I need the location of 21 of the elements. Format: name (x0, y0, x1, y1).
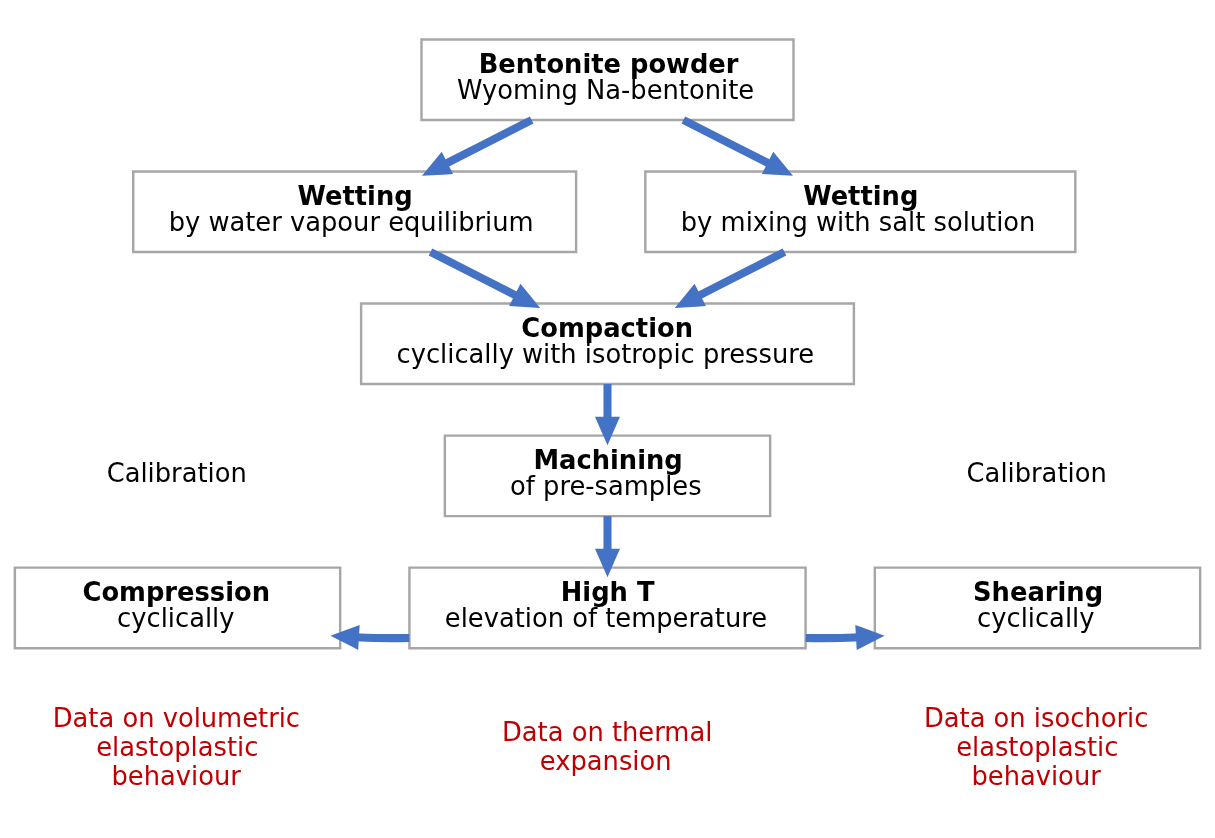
node-box: Compaction cyclically with isotropic pressure (359, 301, 856, 385)
arrow (330, 624, 410, 650)
node-label: Calibration (966, 457, 1107, 488)
node-label: Data on volumetric elastoplastic behaviour (52, 702, 301, 791)
node-label: Calibration (106, 457, 247, 488)
node-label: Data on isochoric elastoplastic behaviour (923, 702, 1149, 791)
node-box: Shearing cyclically (873, 565, 1202, 649)
node-box: Bentonite powder Wyoming Na-bentonite (420, 37, 795, 121)
arrow (805, 624, 885, 650)
node-box: Wetting by mixing with salt solution (644, 169, 1077, 253)
arrow (595, 383, 620, 445)
node-label: Data on thermal expansion (502, 716, 713, 776)
arrow (674, 247, 787, 308)
node-box: High T elevation of temperature (408, 565, 807, 649)
arrow (421, 115, 534, 176)
node-box: Compression cyclically (13, 565, 342, 649)
arrow (595, 515, 620, 577)
arrow (428, 247, 541, 308)
node-box: Machining of pre-samples (443, 433, 772, 517)
arrow (681, 115, 794, 176)
node-box: Wetting by water vapour equilibrium (132, 169, 578, 253)
